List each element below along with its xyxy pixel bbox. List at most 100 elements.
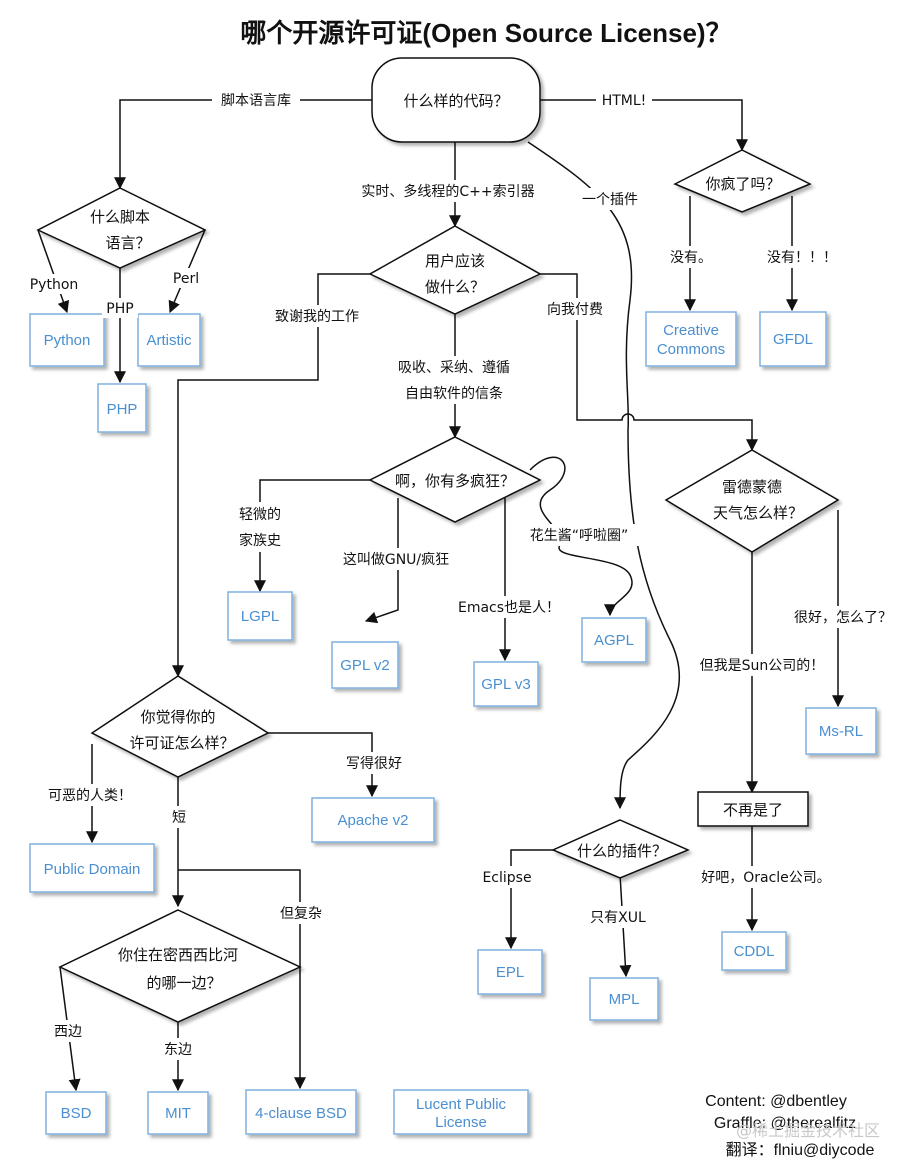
node-are-you-crazy: 你疯了吗？ <box>673 149 812 213</box>
license-creative-commons: Creative Commons <box>645 311 737 367</box>
label-slight-2: 家族史 <box>239 532 281 549</box>
svg-text:MIT: MIT <box>165 1105 191 1122</box>
svg-text:Ms-RL: Ms-RL <box>819 723 863 740</box>
node-user-should: 用户应该 做什么？ <box>368 225 542 315</box>
svg-text:CDDL: CDDL <box>734 943 775 960</box>
license-cddl: CDDL <box>721 931 787 971</box>
license-python: Python <box>29 313 105 367</box>
label-html: HTML! <box>602 93 647 109</box>
label-fine: 很好，怎么了？ <box>794 610 892 626</box>
edge-start-script <box>114 99 372 190</box>
edge-short-complex <box>178 869 306 1090</box>
credit-translate: 翻译：flniu@diycode <box>726 1141 875 1159</box>
svg-text:Apache v2: Apache v2 <box>338 812 409 829</box>
node-script-language: 什么脚本 语言？ <box>36 187 207 269</box>
svg-text:Creative: Creative <box>663 322 719 339</box>
license-lgpl: LGPL <box>227 591 293 641</box>
svg-text:你住在密西西比河: 你住在密西西比河 <box>118 946 238 964</box>
node-start: 什么样的代码？ <box>371 57 541 143</box>
label-script-lib: 脚本语言库 <box>221 93 291 109</box>
svg-text:什么的插件？: 什么的插件？ <box>577 842 667 860</box>
license-4clause-bsd: 4-clause BSD <box>245 1089 357 1135</box>
edge-plugin-epl <box>505 849 553 950</box>
license-gfdl: GFDL <box>759 311 827 367</box>
license-gplv2: GPL v2 <box>331 641 399 689</box>
label-emacs: Emacs也是人！ <box>458 600 560 616</box>
edge-script-python <box>37 229 70 314</box>
license-mit: MIT <box>147 1091 209 1135</box>
label-peanut: 花生酱“呼啦圈” <box>530 527 629 544</box>
label-xul: 只有XUL <box>590 910 646 926</box>
svg-text:什么样的代码？: 什么样的代码？ <box>403 92 508 110</box>
label-perl: Perl <box>173 271 199 287</box>
svg-text:LGPL: LGPL <box>241 608 279 625</box>
edge-user-thank <box>172 273 370 678</box>
svg-text:不再是了: 不再是了 <box>723 801 783 819</box>
label-sun: 但我是Sun公司的！ <box>700 658 825 674</box>
svg-text:4-clause BSD: 4-clause BSD <box>255 1105 347 1122</box>
license-mpl: MPL <box>589 977 659 1021</box>
svg-text:AGPL: AGPL <box>594 632 634 649</box>
svg-text:License: License <box>435 1114 487 1131</box>
node-redmond-weather: 雷德蒙德 天气怎么样？ <box>664 449 840 553</box>
label-a-plugin: 一个插件 <box>582 192 638 208</box>
edge-crazy-lgpl <box>254 479 370 593</box>
license-bsd: BSD <box>45 1091 107 1135</box>
svg-text:Commons: Commons <box>657 341 725 358</box>
svg-text:许可证怎么样？: 许可证怎么样？ <box>129 734 234 752</box>
edge-labels: 脚本语言库 HTML! 实时、多线程的C++索引器 一个插件 Python PH… <box>28 90 900 1060</box>
label-short: 短 <box>172 810 186 826</box>
svg-text:啊，你有多疯狂？: 啊，你有多疯狂？ <box>395 472 515 490</box>
license-lucent: Lucent Public License <box>393 1089 529 1135</box>
svg-text:你疯了吗？: 你疯了吗？ <box>705 175 780 193</box>
label-east: 东边 <box>164 1042 192 1058</box>
license-public-domain: Public Domain <box>29 843 155 893</box>
svg-text:Public Domain: Public Domain <box>44 861 141 878</box>
license-msrl: Ms-RL <box>805 707 877 755</box>
label-realtime: 实时、多线程的C++索引器 <box>361 183 534 200</box>
credit-graffle: Graffle: @therealfitz <box>714 1115 856 1132</box>
label-oracle: 好吧，Oracle公司。 <box>701 870 831 886</box>
svg-text:MPL: MPL <box>609 991 640 1008</box>
svg-text:雷德蒙德: 雷德蒙德 <box>722 478 782 496</box>
label-thank: 致谢我的工作 <box>275 309 359 325</box>
svg-text:语言？: 语言？ <box>105 234 150 252</box>
svg-text:天气怎么样？: 天气怎么样？ <box>713 504 803 522</box>
label-complex: 但复杂 <box>280 905 322 922</box>
svg-text:Lucent Public: Lucent Public <box>416 1096 507 1113</box>
svg-text:GPL v3: GPL v3 <box>481 676 530 693</box>
label-slight-1: 轻微的 <box>239 507 281 523</box>
page-title: 哪个开源许可证(Open Source License)？ <box>240 18 731 48</box>
node-how-crazy: 啊，你有多疯狂？ <box>368 436 542 523</box>
svg-text:用户应该: 用户应该 <box>425 252 485 270</box>
license-epl: EPL <box>477 949 543 995</box>
svg-text:EPL: EPL <box>496 964 524 981</box>
license-agpl: AGPL <box>581 617 647 663</box>
node-no-longer: 不再是了 <box>697 791 809 827</box>
license-apache: Apache v2 <box>311 797 435 843</box>
svg-text:BSD: BSD <box>61 1105 92 1122</box>
label-no: 没有。 <box>670 250 712 266</box>
label-python: Python <box>30 277 79 293</box>
edge-start-plugin <box>527 141 681 810</box>
label-west: 西边 <box>54 1024 82 1040</box>
edge-user-pay <box>540 273 758 452</box>
label-absorb-1: 吸收、采纳、遵循 <box>398 359 510 376</box>
label-eclipse: Eclipse <box>482 870 531 886</box>
label-gnu: 这叫做GNU/疯狂 <box>343 551 449 568</box>
label-php: PHP <box>106 301 133 317</box>
license-artistic: Artistic <box>137 313 201 367</box>
svg-text:Artistic: Artistic <box>147 332 193 349</box>
node-license-feel: 你觉得你的 许可证怎么样？ <box>90 675 270 778</box>
edge-feel-apache <box>268 732 378 798</box>
license-php: PHP <box>97 383 147 433</box>
label-no-excl: 没有！！！ <box>767 250 837 266</box>
svg-text:Python: Python <box>44 332 91 349</box>
label-pay: 向我付费 <box>547 302 603 318</box>
svg-text:做什么？: 做什么？ <box>425 278 485 296</box>
node-mississippi: 你住在密西西比河 的哪一边？ <box>58 909 302 1023</box>
credit-content: Content: @dbentley <box>705 1093 847 1110</box>
node-plugin-what: 什么的插件？ <box>551 819 690 879</box>
label-nasty: 可恶的人类！ <box>48 788 132 804</box>
